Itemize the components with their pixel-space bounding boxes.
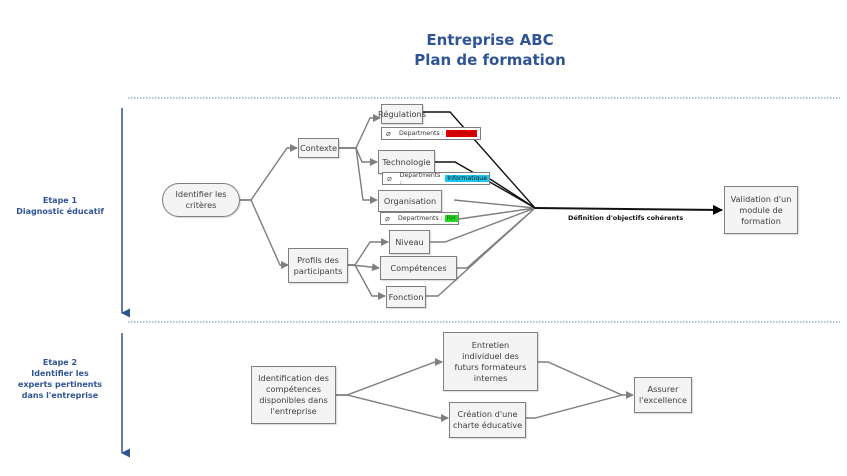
edge-niveau-hub — [430, 207, 536, 243]
tag-value: Informatique — [445, 175, 489, 182]
node-label: Profils des participants — [293, 254, 343, 276]
stage-2-label: Etape 2 Identifier les experts pertinent… — [0, 357, 120, 401]
node-identifier-criteres[interactable]: Identifier les critères — [162, 183, 240, 217]
node-validation-module[interactable]: Validation d'un module de formation — [724, 186, 798, 234]
node-profils-participants[interactable]: Profils des participants — [288, 248, 348, 283]
node-label: Compétences — [390, 262, 447, 273]
node-label: Organisation — [383, 195, 437, 206]
edge-label-definition: Définition d'objectifs cohérents — [568, 214, 684, 222]
node-identification-competences[interactable]: Identification des compétences disponibl… — [251, 366, 336, 424]
tag-label: Departments : — [398, 215, 443, 222]
department-tag-rh: ⌀ Departments : RH — [380, 212, 459, 225]
node-organisation[interactable]: Organisation — [378, 190, 442, 212]
node-contexte[interactable]: Contexte — [298, 138, 339, 158]
edge-contexte-regulations — [339, 114, 381, 149]
node-regulations[interactable]: Régulations — [378, 104, 426, 124]
node-label: Régulations — [378, 108, 426, 119]
title-line-1: Entreprise ABC — [426, 31, 554, 49]
department-tag-juridique: ⌀ Departments : Juridique — [381, 127, 481, 140]
tag-icon: ⌀ — [387, 174, 392, 183]
stage-2-line-4: dans l'entreprise — [21, 391, 99, 400]
node-label: Niveau — [395, 236, 424, 247]
node-label: Contexte — [299, 142, 338, 153]
edge-profils-fonction — [348, 264, 386, 300]
node-fonction[interactable]: Fonction — [386, 286, 426, 308]
stage-2-line-3: experts pertinents — [17, 380, 103, 389]
stage-2-line-2: Identifier les — [31, 369, 89, 378]
node-label: Entretien individuel des futurs formateu… — [454, 339, 527, 383]
edge-identifier-profils — [240, 199, 289, 269]
stage-1-line-2: Diagnostic éducatif — [16, 207, 104, 216]
node-niveau[interactable]: Niveau — [389, 230, 430, 254]
edge-rh-hub — [458, 207, 536, 220]
tag-label: Departments : — [399, 171, 441, 186]
edge-charte-excellence — [526, 394, 623, 419]
node-assurer-excellence[interactable]: Assurer l'excellence — [634, 377, 692, 413]
title-line-2: Plan de formation — [414, 51, 566, 69]
tag-icon: ⌀ — [386, 129, 391, 138]
node-label: Identification des compétences disponibl… — [258, 373, 329, 416]
edge-identifier-contexte — [240, 144, 298, 201]
edge-entretien-excellence — [538, 361, 634, 399]
stage-2-line-1: Etape 2 — [42, 358, 78, 367]
node-label: Assurer l'excellence — [639, 384, 687, 405]
edge-informatique-hub — [489, 178, 536, 209]
tag-label: Departments : — [399, 130, 444, 137]
edge-identification-entretien — [336, 358, 443, 396]
edge-fonction-hub — [426, 207, 536, 297]
edge-technologie-hub — [434, 161, 536, 209]
edge-regulations-hub — [413, 111, 536, 209]
tag-icon: ⌀ — [385, 214, 390, 223]
stage-1-label: Etape 1 Diagnostic éducatif — [0, 195, 120, 217]
node-label: Validation d'un module de formation — [730, 193, 792, 226]
node-competences[interactable]: Compétences — [380, 256, 457, 280]
node-label: Fonction — [388, 291, 424, 302]
tag-value: Juridique — [445, 130, 478, 137]
tag-value: RH — [444, 215, 458, 222]
node-label: Technologie — [382, 156, 431, 167]
node-label: Identifier les critères — [175, 189, 227, 210]
node-creation-charte[interactable]: Création d'une charte éducative — [449, 402, 526, 438]
department-tag-informatique: ⌀ Departments : Informatique — [382, 171, 490, 186]
node-technologie[interactable]: Technologie — [378, 150, 435, 174]
node-label: Création d'une charte éducative — [452, 409, 523, 430]
stage-1-line-1: Etape 1 — [42, 196, 78, 205]
edge-organisation-hub — [453, 199, 536, 209]
diagram-title: Entreprise ABC Plan de formation — [380, 30, 600, 70]
edge-contexte-organisation — [339, 147, 378, 204]
edge-hub-validation — [534, 204, 723, 215]
edge-identification-charte — [336, 394, 449, 422]
node-entretien-individuel[interactable]: Entretien individuel des futurs formateu… — [443, 332, 538, 391]
